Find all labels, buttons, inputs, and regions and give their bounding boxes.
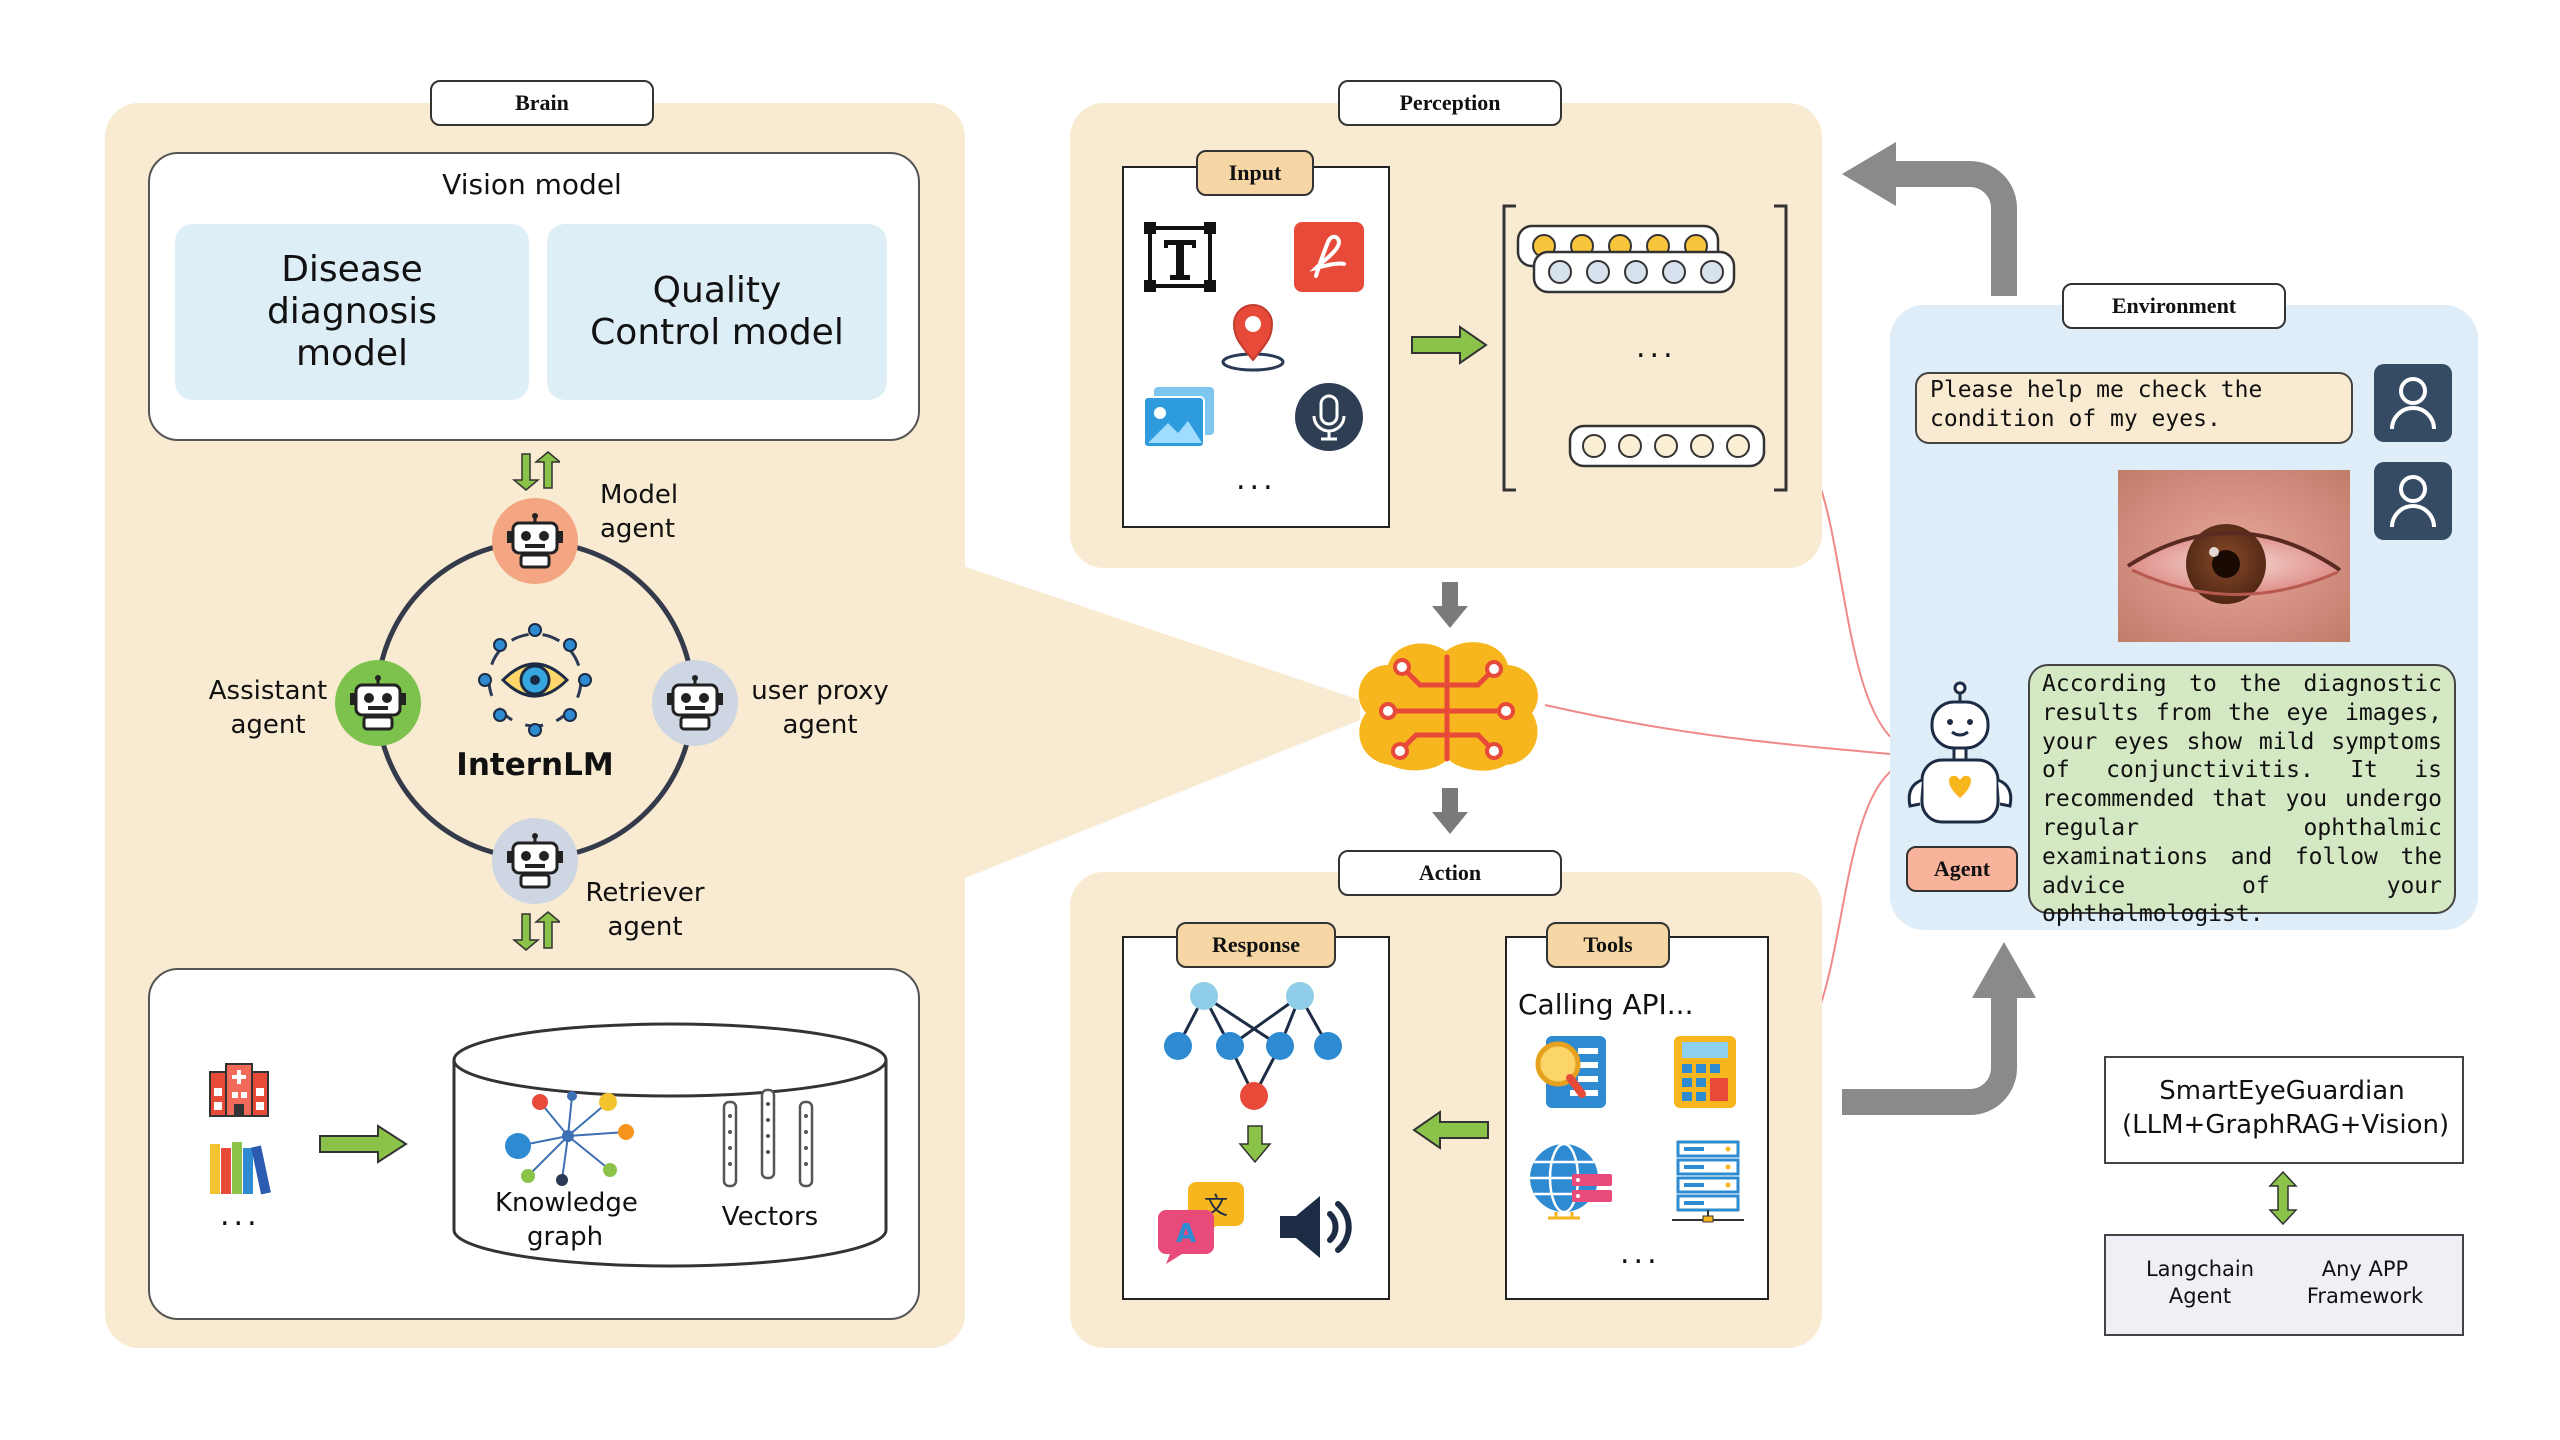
pdf-icon xyxy=(1294,222,1364,292)
connector-line xyxy=(1544,704,1901,756)
calculator-icon xyxy=(1674,1036,1736,1108)
brain-icon xyxy=(1358,642,1538,771)
updown-arrow-icon xyxy=(511,451,560,491)
disease-diagnosis-model: Disease diagnosis model xyxy=(175,224,529,400)
arrow-left-icon xyxy=(1412,1110,1489,1150)
calling-api-label: Calling API... xyxy=(1518,988,1694,1021)
user-proxy-agent-label: user proxy agent xyxy=(751,676,889,740)
hospital-icon xyxy=(209,1063,269,1117)
eye-photo xyxy=(2118,470,2350,642)
svg-text:A: A xyxy=(1176,1219,1196,1249)
arrow-down-icon xyxy=(1432,582,1468,628)
knowledge-graph-label: Knowledge graph xyxy=(495,1188,638,1252)
perception-tab: Perception xyxy=(1338,80,1562,126)
matrix-ellipsis: ... xyxy=(1636,330,1677,365)
internlm-label: InternLM xyxy=(456,747,614,783)
brain-tab: Brain xyxy=(430,80,654,126)
framework-options-box xyxy=(2104,1234,2464,1336)
user-icon xyxy=(2390,377,2436,430)
speaker-icon xyxy=(1280,1196,1352,1258)
user-avatar xyxy=(2374,462,2452,540)
server-icon xyxy=(1672,1140,1744,1223)
image-icon xyxy=(1143,387,1214,448)
agent-message: According to the diagnostic results from… xyxy=(2042,671,2442,928)
network-icon xyxy=(1164,982,1342,1110)
robot-icon xyxy=(335,660,421,746)
user-icon xyxy=(2390,475,2436,528)
agent-message-bubble xyxy=(2028,664,2456,914)
retriever-agent-label: Retriever agent xyxy=(585,878,705,942)
vectors-label: Vectors xyxy=(721,1202,819,1232)
globe-icon xyxy=(1530,1142,1612,1220)
vision-model-title: Vision model xyxy=(442,168,622,201)
brain-wedge xyxy=(960,565,1360,880)
langchain-agent-label: Langchain Agent xyxy=(2145,1257,2255,1308)
robot-icon xyxy=(492,818,578,904)
robot-icon xyxy=(652,660,738,746)
search-doc-icon xyxy=(1535,1036,1606,1108)
curved-arrow-icon xyxy=(1842,942,2036,1115)
text-icon xyxy=(1144,222,1216,292)
any-app-framework-label: Any APP Framework xyxy=(2306,1257,2424,1308)
agent-tab: Agent xyxy=(1906,846,2018,892)
vectors-icon xyxy=(722,1088,814,1188)
translate-icon: 文 A xyxy=(1158,1182,1244,1264)
model-agent-label: Model agent xyxy=(600,480,679,544)
input-tab: Input xyxy=(1196,150,1314,196)
arrow-right-icon xyxy=(319,1124,408,1164)
framework-title: SmartEyeGuardian (LLM+GraphRAG+Vision) xyxy=(2122,1076,2450,1140)
framework-title-box xyxy=(2104,1056,2464,1164)
input-ellipsis: ... xyxy=(1236,462,1277,497)
user-message: Please help me check the condition of my… xyxy=(1930,377,2263,432)
arrow-down-icon xyxy=(1432,788,1468,834)
updown-arrow-icon xyxy=(2268,1170,2298,1226)
location-icon xyxy=(1221,304,1285,372)
agent-robot-icon xyxy=(1907,681,2013,824)
microphone-icon xyxy=(1295,383,1363,451)
user-message-bubble xyxy=(1915,372,2353,444)
response-tab: Response xyxy=(1176,922,1336,968)
action-tab: Action xyxy=(1338,850,1562,896)
network-icon xyxy=(505,1091,634,1186)
updown-arrow-icon xyxy=(511,911,560,951)
tools-tab: Tools xyxy=(1546,922,1670,968)
assistant-agent-label: Assistant agent xyxy=(208,676,328,740)
curved-arrow-icon xyxy=(1842,142,2017,296)
arrow-right-icon xyxy=(1411,325,1488,365)
source-ellipsis: ... xyxy=(220,1198,261,1233)
books-icon xyxy=(210,1142,271,1195)
environment-tab: Environment xyxy=(2062,283,2286,329)
eye-icon xyxy=(478,623,592,737)
tools-ellipsis: ... xyxy=(1620,1236,1661,1271)
quality-control-model: Quality Control model xyxy=(547,224,887,400)
arrow-down-icon xyxy=(1238,1125,1272,1164)
user-avatar xyxy=(2374,364,2452,442)
database-cylinder xyxy=(452,1022,888,1268)
robot-icon xyxy=(492,498,578,584)
embedding-matrix xyxy=(1502,204,1788,492)
tools-box xyxy=(1505,936,1769,1300)
